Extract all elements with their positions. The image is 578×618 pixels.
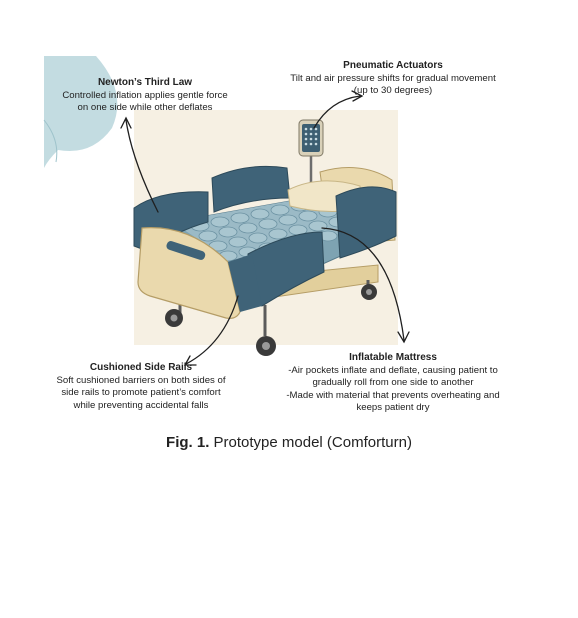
annotation-line: -Air pockets inflate and deflate, causin… bbox=[288, 364, 498, 376]
annotation-line: Soft cushioned barriers on both sides of bbox=[56, 374, 226, 386]
side-rail-right bbox=[335, 186, 397, 259]
control-pad bbox=[298, 119, 324, 188]
annotation-title: Newton’s Third Law bbox=[97, 77, 193, 88]
annotation-arrows bbox=[120, 90, 410, 366]
figure-caption: Fig. 1. Prototype model (Comforturn) bbox=[0, 434, 578, 451]
caption-text: Prototype model (Comforturn) bbox=[209, 434, 412, 451]
arrow-inflatable-mattress bbox=[321, 227, 405, 341]
arrow-newtons-law bbox=[125, 119, 159, 213]
caption-label: Fig. 1. bbox=[166, 434, 210, 451]
side-rail-front-right bbox=[247, 231, 325, 307]
annotation-line: (up to 30 degrees) bbox=[353, 85, 433, 97]
annotation-cushioned-side-rails: Cushioned Side Rails Soft cushioned barr… bbox=[46, 362, 236, 412]
arrow-pneumatic-actuators bbox=[313, 95, 361, 129]
annotation-line: while preventing accidental falls bbox=[73, 399, 209, 411]
annotation-title: Inflatable Mattress bbox=[349, 352, 437, 363]
decorative-blob bbox=[44, 56, 118, 168]
annotation-pneumatic-actuators: Pneumatic Actuators Tilt and air pressur… bbox=[278, 60, 508, 98]
footboard bbox=[137, 227, 241, 319]
annotation-line: Controlled inflation applies gentle forc… bbox=[62, 89, 228, 101]
annotation-line: side rails to promote patient’s comfort bbox=[61, 387, 221, 399]
annotation-line: -Made with material that prevents overhe… bbox=[286, 389, 500, 401]
arrow-cushioned-side-rails bbox=[185, 295, 239, 365]
annotation-newtons-law: Newton’s Third Law Controlled inflation … bbox=[50, 77, 240, 115]
annotation-title: Pneumatic Actuators bbox=[343, 60, 443, 71]
annotation-line: Tilt and air pressure shifts for gradual… bbox=[290, 72, 496, 84]
annotation-line: gradually roll from one side to another bbox=[312, 377, 474, 389]
annotation-inflatable-mattress: Inflatable Mattress -Air pockets inflate… bbox=[278, 352, 508, 415]
annotation-title: Cushioned Side Rails bbox=[89, 362, 193, 373]
caster-wheels bbox=[165, 284, 377, 356]
annotation-line: keeps patient dry bbox=[356, 402, 430, 414]
annotation-line: on one side while other deflates bbox=[77, 102, 213, 114]
